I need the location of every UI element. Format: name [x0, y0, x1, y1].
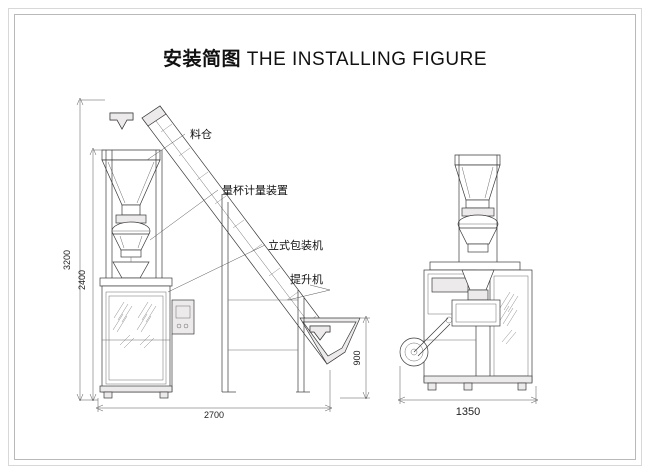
callout-packing-machine: 立式包装机 — [167, 238, 323, 293]
page-title: 安装简图 THE INSTALLING FIGURE — [0, 44, 650, 71]
measuring-cup-device — [111, 214, 151, 279]
label-hopper: 料仓 — [190, 127, 212, 141]
dim-900: 900 — [352, 350, 362, 365]
outer-border — [8, 8, 642, 466]
label-elevator: 提升机 — [290, 272, 323, 286]
hopper-assembly — [101, 112, 163, 278]
label-measuring-cup-device: 量杯计量装置 — [222, 183, 288, 197]
callout-hopper: 料仓 — [146, 127, 212, 161]
page-title-chinese: 安装简图 — [162, 48, 241, 70]
page-title-english: THE INSTALLING FIGURE — [246, 49, 488, 70]
vertical-packing-machine — [99, 277, 195, 399]
callout-elevator: 提升机 — [287, 272, 331, 301]
callout-measuring-cup: 量杯计量装置 — [149, 183, 288, 241]
dim-2700: 2700 — [204, 410, 224, 420]
dimension-lines-front: 3200 2400 900 2700 — [62, 97, 370, 420]
label-vertical-packing-machine: 立式包装机 — [268, 238, 323, 252]
dim-2400: 2400 — [77, 270, 87, 290]
side-view-assembly: 1350 — [397, 154, 539, 418]
elevator-conveyor — [141, 105, 361, 393]
dim-1350: 1350 — [456, 406, 480, 418]
dim-3200: 3200 — [62, 250, 72, 270]
